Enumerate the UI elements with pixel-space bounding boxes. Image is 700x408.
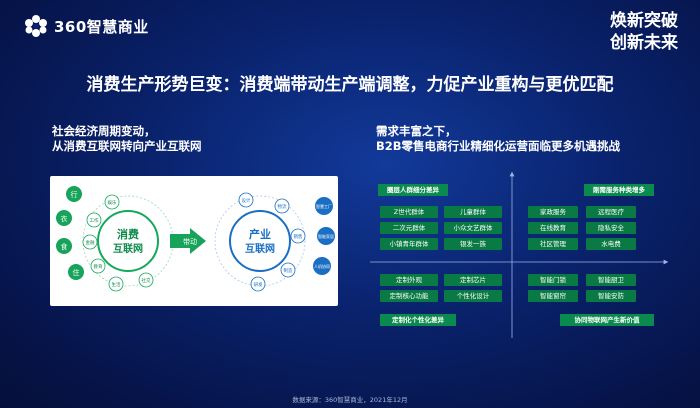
q1-chip: 儿童群体 [444,206,502,218]
page-title: 消费生产形势巨变：消费端带动生产端调整，力促产业重构与更优匹配 [86,75,614,95]
right-satellites: 设计 物流 销售 制造 研发 [238,192,306,292]
left-satellite-label: 工作 [90,217,99,224]
consumer-label-2: 互联网 [113,242,143,255]
right-satellite-label: 研发 [254,281,263,288]
left-subtitle: 社会经济周期变动， 从消费互联网转向产业互联网 [52,124,202,154]
right-subtitle: 需求丰富之下， B2B零售电商行业精细化运营面临更多机遇挑战 [376,124,620,154]
q1-header: 圈层人群细分差异 [378,184,448,196]
arrow-label: 带动 [183,237,197,246]
right-satellite [290,228,306,244]
left-node [66,186,82,202]
right-node [315,197,333,215]
left-subtitle-line-1: 社会经济周期变动， [52,124,156,138]
internet-shift-svg: 消费 互联网 带动 产业 互联网 衣 食 住 行 娱乐 工作 金融 [56,186,335,292]
left-satellite [86,212,102,228]
left-satellite-label: 社交 [142,277,151,284]
q2-chip: 远程医疗 [586,206,636,218]
brand-logo: 360智慧商业 [24,14,149,38]
industry-orbit [214,195,306,287]
q2-chip: 隐私安全 [586,222,636,234]
left-node [56,238,72,254]
left-satellite [108,276,124,292]
right-node-label: 智慧工厂 [316,203,332,209]
q2-chip: 家政服务 [528,206,578,218]
left-satellite-label: 教育 [94,263,103,270]
right-subtitle-line-1: 需求丰富之下， [376,124,457,138]
q2-chip: 在线教育 [528,222,578,234]
q3-chip: 定制核心功能 [380,290,438,302]
q1-chip: 小众文艺群体 [444,222,502,234]
q2-chip: 社区管理 [528,238,578,250]
q2-chip: 水电费 [586,238,636,250]
left-satellite [82,234,98,250]
brand-name: 360智慧商业 [54,17,149,36]
right-node-label: 智能家居 [318,233,334,239]
drive-arrow [170,228,206,254]
industry-circle [229,210,291,272]
q3-chip: 个性化设计 [444,290,502,302]
data-source-note: 数据来源：360智慧商业，2021年12月 [292,396,408,404]
left-satellite [90,258,106,274]
slogan: 焕新突破 创新未来 [610,10,678,54]
left-satellite [138,272,154,288]
retail-opportunity-quadrant: 圈层人群细分差异 Z世代群体 儿童群体 二次元群体 小众文艺群体 小镇青年群体 … [370,170,670,340]
industry-label-2: 互联网 [245,242,275,255]
left-satellite [104,194,120,210]
internet-shift-diagram: 消费 互联网 带动 产业 互联网 衣 食 住 行 娱乐 工作 金融 [50,176,338,306]
left-satellite-label: 金融 [86,239,95,246]
q1-chip: 小镇青年群体 [380,238,438,250]
quadrant-axes [370,171,669,338]
right-subtitle-line-2: B2B零售电商行业精细化运营面临更多机遇挑战 [376,139,621,153]
right-satellite-label: 制造 [284,267,293,274]
left-node-group: 衣 食 住 行 [56,186,84,280]
flower-logo-icon [24,14,48,38]
consumer-circle [97,210,159,272]
q1-chip: 银发一族 [444,238,502,250]
q1-chip: Z世代群体 [380,206,438,218]
left-node-label: 住 [73,268,80,277]
q4-chip: 智能安防 [586,290,636,302]
right-node-group: 智慧工厂 智能家居 人机协同 [313,197,335,275]
left-satellites: 娱乐 工作 金融 教育 生活 社交 [82,194,154,292]
left-subtitle-line-2: 从消费互联网转向产业互联网 [52,139,202,153]
right-satellite [238,192,254,208]
left-node [56,210,72,226]
right-node-label: 人机协同 [314,263,330,269]
q4-chip: 智能门锁 [528,274,578,286]
left-node-label: 食 [61,242,68,251]
q4-footer: 协同物联网产生新价值 [560,314,654,326]
right-satellite [274,198,290,214]
consumer-label-1: 消费 [117,227,139,241]
left-node-label: 衣 [61,214,68,223]
q2-header: 刚需服务种类增多 [584,184,654,196]
q4-chip: 智能厨卫 [586,274,636,286]
industry-label-1: 产业 [249,227,271,241]
q3-chip: 定制外观 [380,274,438,286]
right-satellite-label: 设计 [242,197,251,204]
right-node [317,227,335,245]
right-satellite [250,276,266,292]
left-satellite-label: 生活 [112,281,121,288]
q4-chip: 智能窗帘 [528,290,578,302]
q1-chip: 二次元群体 [380,222,438,234]
q3-chip: 定制芯片 [444,274,502,286]
left-satellite-label: 娱乐 [108,199,117,206]
slogan-line-1: 焕新突破 [610,11,678,31]
right-satellite-label: 销售 [294,233,303,240]
left-node-label: 行 [71,190,78,199]
left-node [68,264,84,280]
right-node [313,257,331,275]
right-satellite-label: 物流 [278,203,287,210]
right-satellite [280,262,296,278]
slogan-line-2: 创新未来 [610,33,678,53]
q3-footer: 定制化个性化差异 [380,314,456,326]
